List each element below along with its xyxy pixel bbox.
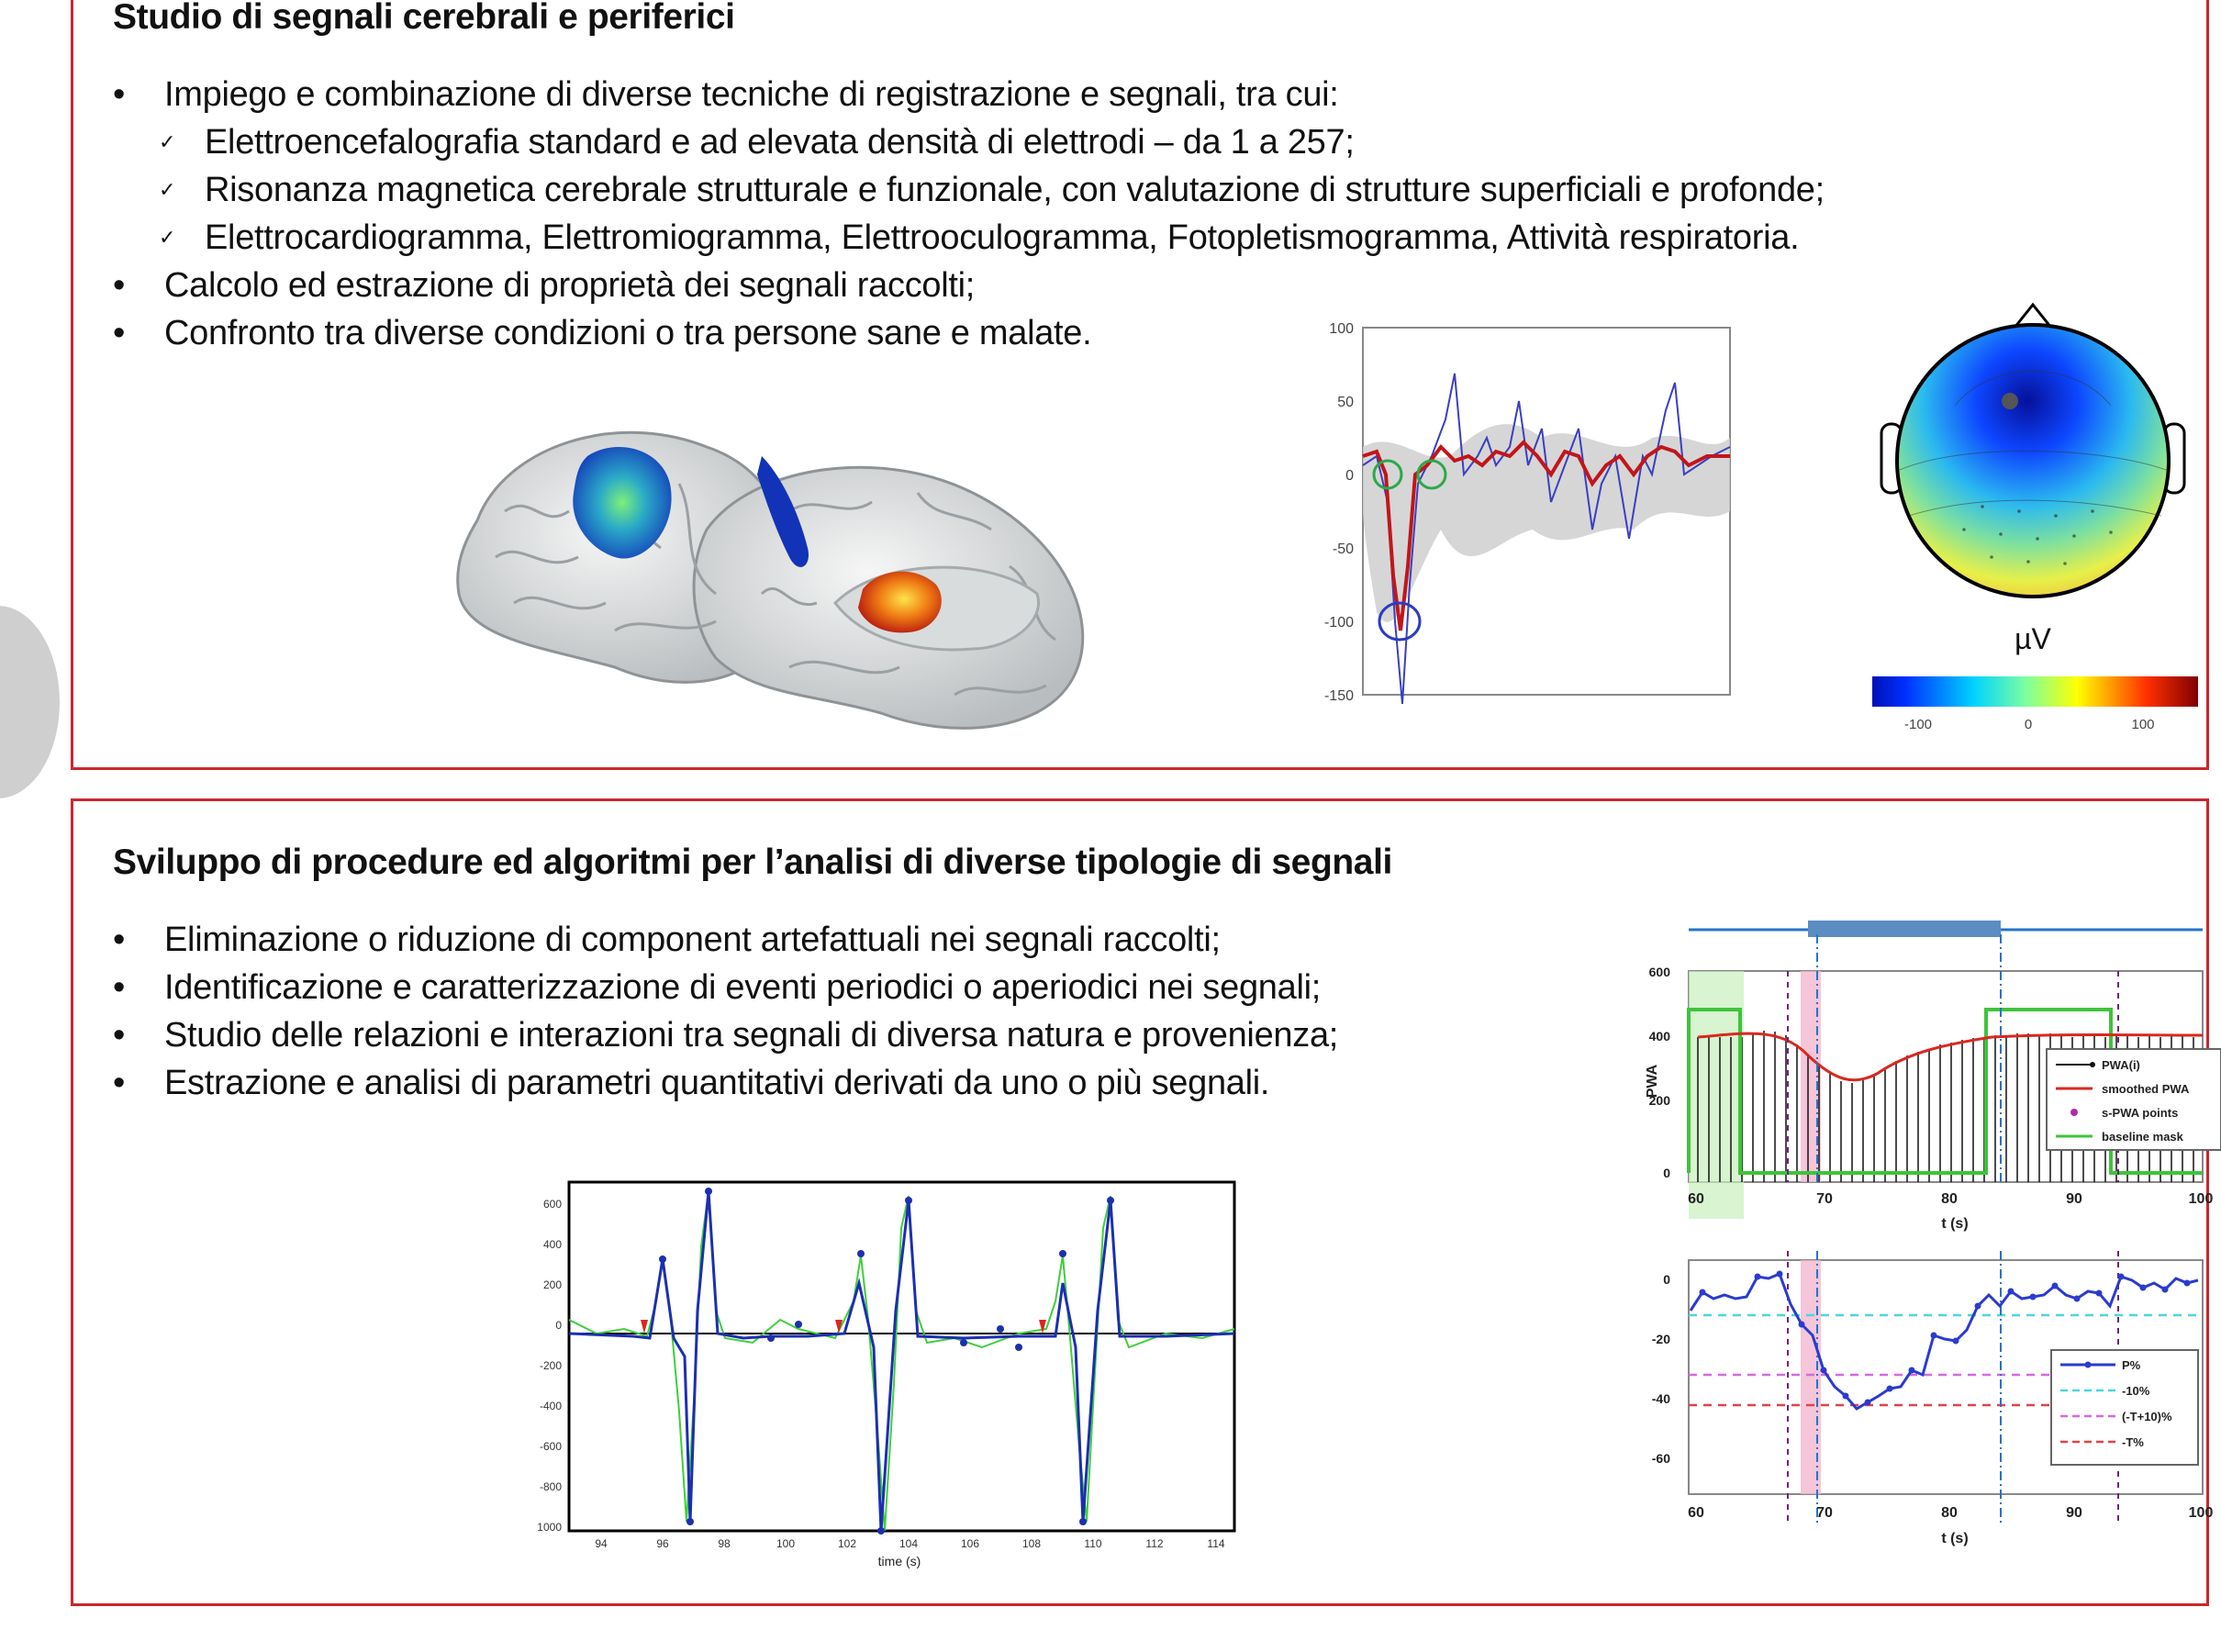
tick-label: 106 (961, 1537, 979, 1550)
tick-label: -100 (1904, 717, 1932, 732)
tick-label: -100 (1324, 615, 1354, 631)
confidence-band (1363, 424, 1730, 622)
legend-label: s-PWA points (2102, 1106, 2178, 1120)
panel-title: Studio di segnali cerebrali e periferici (113, 0, 735, 37)
tick-label: 80 (1941, 1191, 1958, 1207)
list-item: Risonanza magnetica cerebrale struttural… (113, 166, 1825, 214)
list-item: Elettroencefalografia standard e ad elev… (113, 118, 1825, 166)
tick-label: -400 (540, 1400, 562, 1412)
legend-label: (-T+10)% (2122, 1410, 2172, 1423)
plot-frame (567, 1180, 1236, 1533)
tick-label: 100 (2189, 1191, 2214, 1207)
brain-image (456, 430, 1085, 730)
tick-label: 1000 (537, 1521, 562, 1534)
tick-label: 60 (1688, 1505, 1704, 1521)
ecg-chart: 600 400 200 0 -200 -400 -600 -800 1000 9… (537, 1180, 1236, 1568)
tick-label: -600 (540, 1440, 562, 1453)
tick-label: 110 (1084, 1537, 1101, 1550)
list-item: Eliminazione o riduzione di component ar… (113, 916, 1338, 964)
legend: PWA(i) smoothed PWA s-PWA points baselin… (2046, 1048, 2221, 1151)
tick-label: 96 (656, 1537, 669, 1550)
tick-label: 80 (1941, 1505, 1958, 1521)
legend-label: baseline mask (2102, 1130, 2184, 1144)
pwa-percent-chart: 0 -20 -40 -60 60 70 80 90 100 t (s) P% -… (1652, 1251, 2214, 1546)
tick-label: -50 (1333, 541, 1354, 557)
event-bar (1808, 921, 2001, 937)
legend-label: smoothed PWA (2102, 1082, 2190, 1096)
list-item: Identificazione e caratterizzazione di e… (113, 964, 1338, 1011)
list-item: Calcolo ed estrazione di proprietà dei s… (113, 262, 1825, 309)
tick-label: 94 (595, 1537, 608, 1550)
tick-label: 90 (2066, 1505, 2082, 1521)
tick-label: 200 (1649, 1093, 1671, 1108)
tick-label: 50 (1337, 395, 1354, 410)
tick-label: 600 (1649, 965, 1671, 979)
tick-label: 200 (543, 1278, 562, 1291)
tick-label: -20 (1652, 1332, 1670, 1346)
mean-line (1362, 440, 1730, 631)
marker-circle (1416, 459, 1447, 490)
marker-circle (1372, 459, 1403, 490)
head-outline (1895, 323, 2171, 598)
axis-label: time (s) (878, 1554, 921, 1568)
tick-label: 400 (1649, 1029, 1671, 1044)
side-tab (0, 606, 60, 798)
panel-title: Sviluppo di procedure ed algoritmi per l… (113, 843, 1392, 882)
panel-brain-signals: Studio di segnali cerebrali e periferici… (71, 0, 2209, 770)
tick-label: 0 (1663, 1166, 1670, 1180)
tick-label: 90 (2066, 1191, 2082, 1207)
list-item: Estrazione e analisi di parametri quanti… (113, 1059, 1338, 1107)
tick-label: 112 (1145, 1537, 1163, 1550)
pwa-chart: 600 400 200 0 PWA 60 70 80 90 100 t (s) … (1645, 921, 2221, 1232)
tick-label: 60 (1688, 1191, 1704, 1207)
panel-algorithms: Sviluppo di procedure ed algoritmi per l… (71, 798, 2221, 1606)
legend-label: -10% (2122, 1384, 2150, 1398)
axis-label: t (s) (1941, 1216, 1968, 1232)
tick-label: 100 (776, 1537, 795, 1550)
legend-label: -T% (2122, 1435, 2144, 1449)
tick-label: -40 (1652, 1391, 1670, 1406)
filtered-signal-line (568, 1190, 1235, 1532)
eeg-erp-chart: 100 50 0 -50 -100 -150 (1324, 321, 1731, 705)
colorbar (1872, 676, 2198, 707)
list-item: Impiego e combinazione di diverse tecnic… (113, 71, 1825, 118)
tick-label: 70 (1816, 1191, 1833, 1207)
tick-label: 600 (543, 1198, 562, 1211)
tick-label: -200 (540, 1359, 562, 1372)
legend-label: P% (2122, 1358, 2141, 1372)
eeg-topomap: µV -100 0 100 (1872, 302, 2198, 732)
list-item: Studio delle relazioni e interazioni tra… (113, 1011, 1338, 1059)
axis-label: t (s) (1941, 1531, 1968, 1546)
tick-label: 0 (1345, 468, 1354, 484)
tick-label: -150 (1324, 688, 1354, 704)
tick-label: 0 (2025, 717, 2032, 732)
tick-label: 70 (1816, 1505, 1833, 1521)
percent-line (1689, 1272, 2199, 1411)
legend: P% -10% (-T+10)% -T% (2050, 1349, 2199, 1466)
tick-label: 104 (899, 1537, 918, 1550)
axis-label: PWA (1645, 1064, 1660, 1098)
tick-label: 0 (555, 1319, 562, 1332)
tick-label: 0 (1663, 1272, 1670, 1287)
tick-label: -60 (1652, 1451, 1670, 1466)
tick-label: 100 (1329, 321, 1354, 337)
tick-label: 102 (838, 1537, 856, 1550)
smoothed-pwa-line (1697, 1032, 2204, 1082)
tick-label: 114 (1207, 1537, 1224, 1550)
list-item: Confronto tra diverse condizioni o tra p… (113, 309, 1825, 357)
tick-label: 100 (2189, 1505, 2214, 1521)
tick-label: 98 (718, 1537, 731, 1550)
list-item: Elettrocardiogramma, Elettromiogramma, E… (113, 214, 1825, 262)
tick-label: -800 (540, 1480, 562, 1493)
bullet-list: Impiego e combinazione di diverse tecnic… (113, 71, 1825, 357)
tick-label: 108 (1022, 1537, 1041, 1550)
tick-label: 400 (543, 1238, 562, 1251)
bullet-list: Eliminazione o riduzione di component ar… (113, 916, 1338, 1107)
unit-label: µV (2015, 622, 2051, 655)
marker-circle (1378, 601, 1422, 642)
tick-label: 100 (2131, 717, 2154, 732)
legend-label: PWA(i) (2102, 1058, 2140, 1072)
single-trial-line (1362, 373, 1731, 705)
